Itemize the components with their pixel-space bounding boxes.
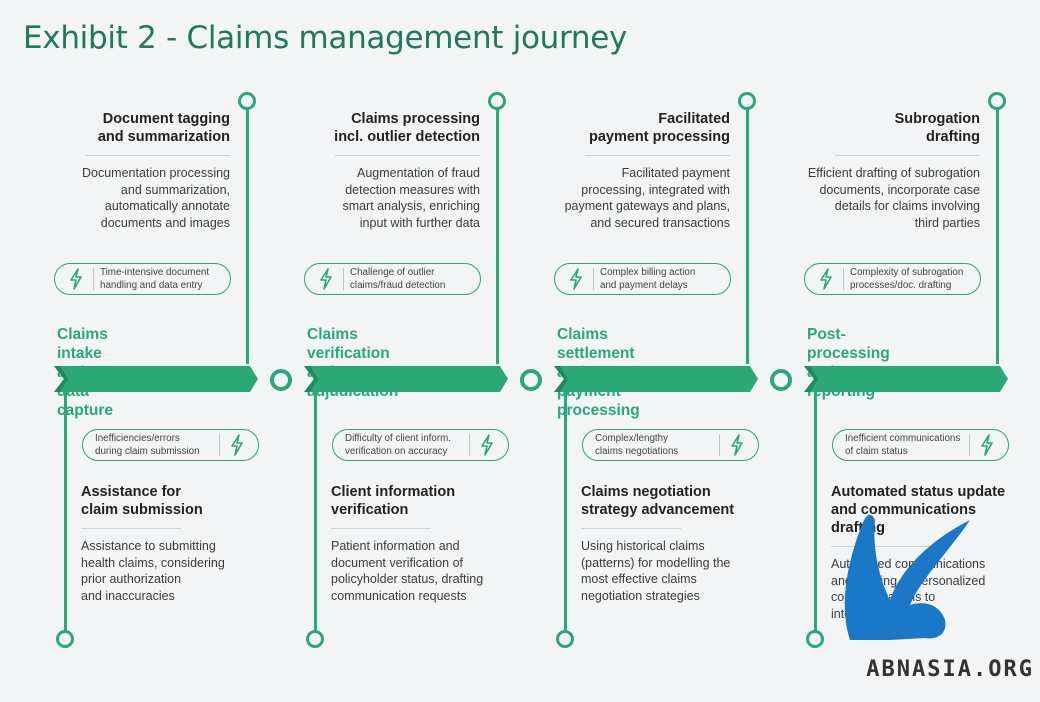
watermark-text: ABNASIA.ORG: [866, 657, 1034, 682]
phase-arrow: [804, 366, 1008, 392]
timeline-ring: [520, 369, 542, 391]
top-divider: [335, 155, 480, 156]
timeline-line-bottom: [564, 392, 567, 632]
phase-arrow: [304, 366, 508, 392]
lightning-icon: [976, 434, 998, 456]
pain-point-text: Challenge of outlier claims/fraud detect…: [350, 267, 446, 291]
bottom-divider: [831, 546, 931, 547]
timeline-line-top: [246, 106, 249, 364]
lightning-icon: [476, 434, 498, 456]
pill-separator: [593, 268, 594, 290]
griffin-logo-icon: [844, 514, 970, 640]
lightning-icon: [565, 268, 587, 290]
lightning-icon: [726, 434, 748, 456]
timeline-node-bottom: [556, 630, 574, 648]
timeline-node-top: [738, 92, 756, 110]
timeline-node-top: [488, 92, 506, 110]
top-divider: [585, 155, 730, 156]
pain-point-top: Challenge of outlier claims/fraud detect…: [304, 263, 481, 295]
exhibit-title: Exhibit 2 - Claims management journey: [23, 20, 628, 56]
timeline-node-top: [238, 92, 256, 110]
timeline-line-top: [496, 106, 499, 364]
timeline-line-bottom: [314, 392, 317, 632]
pain-point-text: Difficulty of client inform.verification…: [345, 433, 451, 457]
lightning-icon: [815, 268, 837, 290]
bottom-divider: [581, 528, 681, 529]
top-divider: [835, 155, 980, 156]
bottom-divider: [331, 528, 431, 529]
lightning-icon: [315, 268, 337, 290]
pain-point-bottom: Difficulty of client inform.verification…: [332, 429, 509, 461]
timeline-node-bottom: [56, 630, 74, 648]
pill-separator: [219, 434, 220, 456]
lightning-icon: [226, 434, 248, 456]
bottom-feature-desc: Using historical claims(patterns) for mo…: [581, 539, 731, 603]
timeline-line-top: [746, 106, 749, 364]
timeline-node-bottom: [806, 630, 824, 648]
bottom-divider: [81, 528, 181, 529]
pill-separator: [719, 434, 720, 456]
timeline-line-top: [996, 106, 999, 364]
pill-separator: [969, 434, 970, 456]
pill-separator: [843, 268, 844, 290]
timeline-node-bottom: [306, 630, 324, 648]
pill-separator: [93, 268, 94, 290]
top-divider: [85, 155, 230, 156]
timeline-ring: [270, 369, 292, 391]
timeline-line-bottom: [814, 392, 817, 632]
lightning-icon: [65, 268, 87, 290]
pill-separator: [343, 268, 344, 290]
timeline-node-top: [988, 92, 1006, 110]
pill-separator: [469, 434, 470, 456]
phase-arrow: [54, 366, 258, 392]
timeline-line-bottom: [64, 392, 67, 632]
phase-arrow: [554, 366, 758, 392]
timeline-ring: [770, 369, 792, 391]
